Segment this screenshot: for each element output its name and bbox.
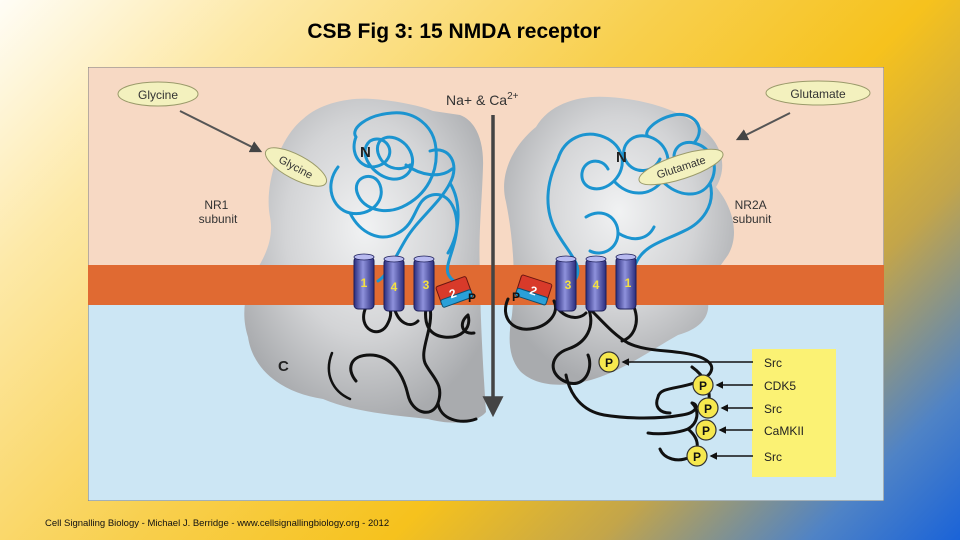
nr2a-p-loop: 2	[515, 274, 553, 306]
nr1-subunit-label: NR1 subunit	[199, 198, 238, 226]
nr1-pore-phospho-label: P	[468, 291, 476, 305]
svg-text:4: 4	[593, 278, 600, 292]
nr2a-pore-phospho-label: P	[512, 290, 520, 304]
phospho-site-src-3: P Src	[686, 445, 782, 467]
glycine-binding-arrow	[179, 110, 263, 153]
svg-text:P: P	[693, 450, 701, 464]
svg-text:3: 3	[565, 278, 572, 292]
phospho-site-camkii: P CaMKII	[695, 419, 804, 441]
nr1-c-terminal-chain	[349, 301, 476, 414]
glutamate-free-ligand: Glutamate	[765, 80, 871, 106]
glutamate-binding-arrow	[735, 112, 791, 141]
nr1-helix-1: 1	[353, 253, 375, 310]
nr2a-subunit-label: NR2A subunit	[733, 198, 772, 226]
svg-text:Glycine: Glycine	[138, 88, 178, 102]
phospho-site-src-2: P Src	[697, 397, 782, 419]
nr1-p-loop: 2	[435, 276, 474, 308]
kinase-box	[752, 349, 836, 477]
svg-text:3: 3	[423, 278, 430, 292]
ion-label: Na+ & Ca2+	[446, 91, 519, 108]
nr1-n-terminal-label: N	[360, 144, 371, 161]
svg-text:CaMKII: CaMKII	[764, 424, 804, 438]
svg-text:P: P	[605, 356, 613, 370]
nr2a-helix-4: 4	[585, 255, 607, 312]
svg-text:1: 1	[625, 276, 632, 290]
nr2a-helix-1: 1	[615, 253, 637, 310]
svg-text:Src: Src	[764, 356, 782, 370]
credit-footer: Cell Signalling Biology - Michael J. Ber…	[45, 518, 390, 529]
svg-text:2: 2	[528, 283, 539, 298]
svg-text:1: 1	[361, 276, 368, 290]
phospho-site-src-1: P Src	[598, 351, 782, 373]
extracellular-space	[88, 67, 884, 265]
svg-text:2: 2	[447, 286, 458, 302]
nmda-receptor-diagram: Na+ & Ca2+ Glycine Glycine Glutamate Glu…	[88, 67, 884, 501]
nr1-helix-4: 4	[383, 255, 405, 312]
svg-text:CDK5: CDK5	[764, 379, 796, 393]
plasma-membrane	[88, 265, 884, 305]
svg-text:Glutamate: Glutamate	[790, 87, 846, 101]
nr2a-helix-3: 3	[555, 255, 577, 312]
nr1-n-terminal-chain	[329, 111, 459, 283]
nr2a-n-terminal-label: N	[616, 149, 627, 166]
svg-text:Src: Src	[764, 450, 782, 464]
phospho-site-cdk5: P CDK5	[692, 374, 796, 396]
nr1-helix-3: 3	[413, 255, 435, 312]
nr1-c-terminal-label: C	[278, 358, 289, 375]
svg-text:P: P	[702, 424, 710, 438]
slide-title: CSB Fig 3: 15 NMDA receptor	[307, 20, 601, 43]
svg-text:4: 4	[391, 280, 398, 294]
svg-text:Src: Src	[764, 402, 782, 416]
glycine-free-ligand: Glycine	[117, 81, 199, 107]
svg-text:P: P	[699, 379, 707, 393]
svg-text:P: P	[704, 402, 712, 416]
